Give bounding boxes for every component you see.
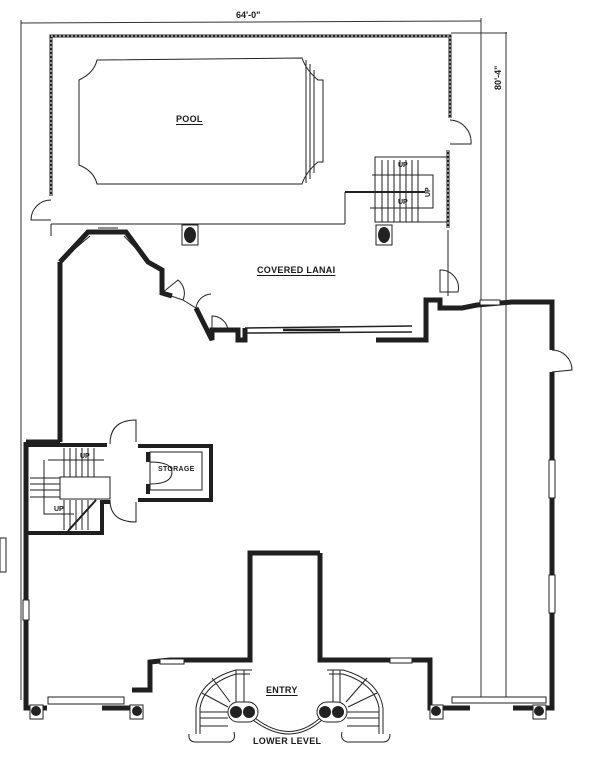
width-dimension-label: 64'-0": [236, 10, 261, 20]
south-windows: [47, 657, 547, 705]
dimension-lines: [20, 18, 510, 701]
stair-label-west-upper: UP: [80, 453, 90, 460]
room-label-covered-lanai: COVERED LANAI: [257, 265, 336, 275]
lanai-doors: [160, 269, 573, 373]
enclosure-doors: [30, 119, 472, 221]
exterior-walls: [23, 229, 555, 711]
entry-newels: [227, 701, 348, 723]
west-stair-block: [26, 419, 213, 535]
stair-label-pool-upper: UP: [398, 162, 408, 169]
room-label-pool: POOL: [176, 114, 203, 124]
stair-label-west-lower: UP: [54, 506, 64, 513]
entry-stairs: [188, 669, 391, 743]
south-columns: [29, 704, 547, 720]
bay-window: [63, 227, 146, 259]
pool-stairs: [344, 156, 448, 224]
depth-dimension-label: 80'-4": [493, 65, 503, 90]
stair-label-pool-side: UP: [425, 187, 432, 197]
lanai-glass-wall: [244, 325, 413, 334]
east-windows: [479, 299, 556, 614]
stair-label-pool-lower: UP: [398, 199, 408, 206]
room-label-lower-level: LOWER LEVEL: [253, 736, 322, 746]
lanai-columns: [181, 224, 393, 246]
west-windows: [0, 537, 30, 621]
pool-enclosure: [49, 34, 452, 296]
room-label-entry: ENTRY: [266, 685, 298, 695]
room-label-storage: STORAGE: [158, 466, 195, 473]
pool-outline: [78, 57, 324, 185]
